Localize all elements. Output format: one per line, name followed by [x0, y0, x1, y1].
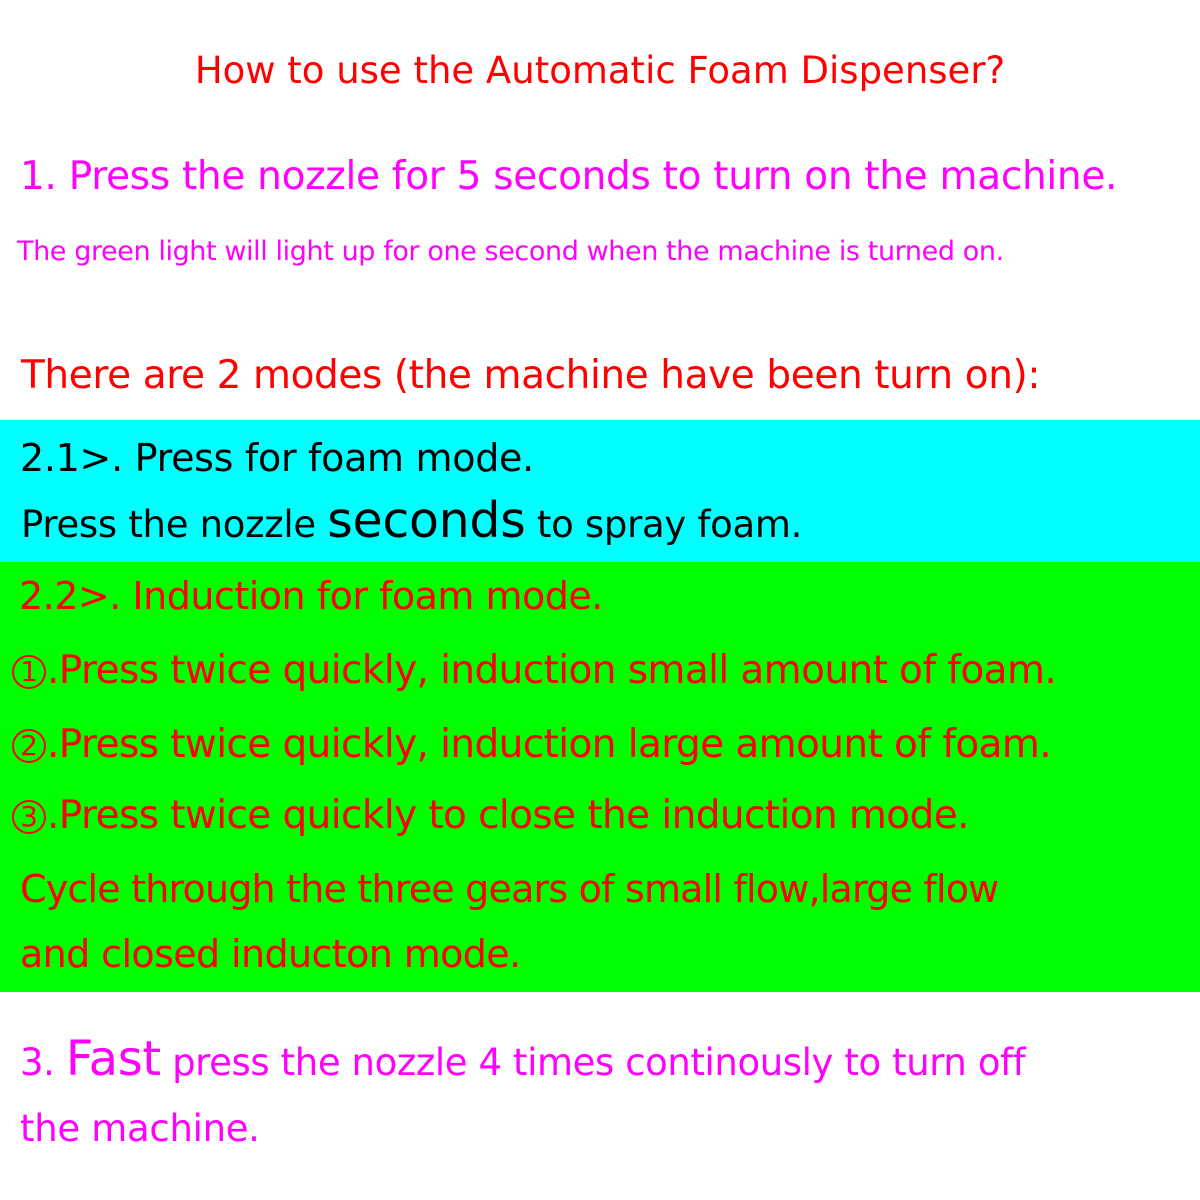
mode-2-1-title: 2.1>. Press for foam mode.: [20, 436, 534, 480]
induction-mode-band: [0, 562, 1200, 992]
induction-option-1-text: .Press twice quickly, induction small am…: [47, 648, 1057, 693]
foam-mode-band: [0, 420, 1200, 562]
step-3-instruction: 3. Fast press the nozzle 4 times contino…: [20, 1035, 1026, 1084]
mode-2-1-description: Press the nozzle seconds to spray foam.: [21, 496, 802, 545]
cycle-note-line-2: and closed inducton mode.: [20, 932, 521, 976]
induction-option-3-text: .Press twice quickly to close the induct…: [47, 793, 970, 838]
cycle-note-line-1: Cycle through the three gears of small f…: [20, 867, 999, 911]
induction-option-1: 1.Press twice quickly, induction small a…: [12, 648, 1057, 693]
induction-option-2-text: .Press twice quickly, induction large am…: [47, 722, 1052, 767]
mode-2-1-desc-after: to spray foam.: [525, 503, 803, 546]
page-title: How to use the Automatic Foam Dispenser?: [194, 49, 1006, 92]
step-3-rest: press the nozzle 4 times continously to …: [160, 1041, 1026, 1084]
circled-number-2: 2: [12, 729, 46, 763]
modes-heading: There are 2 modes (the machine have been…: [21, 353, 1041, 398]
step-3-prefix: 3.: [20, 1041, 66, 1084]
circled-number-3: 3: [12, 800, 46, 834]
induction-option-2: 2.Press twice quickly, induction large a…: [12, 722, 1052, 767]
step-3-instruction-line-2: the machine.: [20, 1107, 260, 1150]
step-3-emphasis: Fast: [65, 1031, 161, 1087]
mode-2-2-title: 2.2>. Induction for foam mode.: [19, 574, 603, 618]
step-1-instruction: 1. Press the nozzle for 5 seconds to tur…: [20, 154, 1118, 199]
induction-option-3: 3.Press twice quickly to close the induc…: [12, 793, 970, 838]
mode-2-1-desc-before: Press the nozzle: [21, 503, 328, 546]
mode-2-1-desc-emphasis: seconds: [327, 492, 526, 549]
circled-number-1: 1: [12, 655, 46, 689]
step-1-note: The green light will light up for one se…: [17, 236, 1004, 267]
